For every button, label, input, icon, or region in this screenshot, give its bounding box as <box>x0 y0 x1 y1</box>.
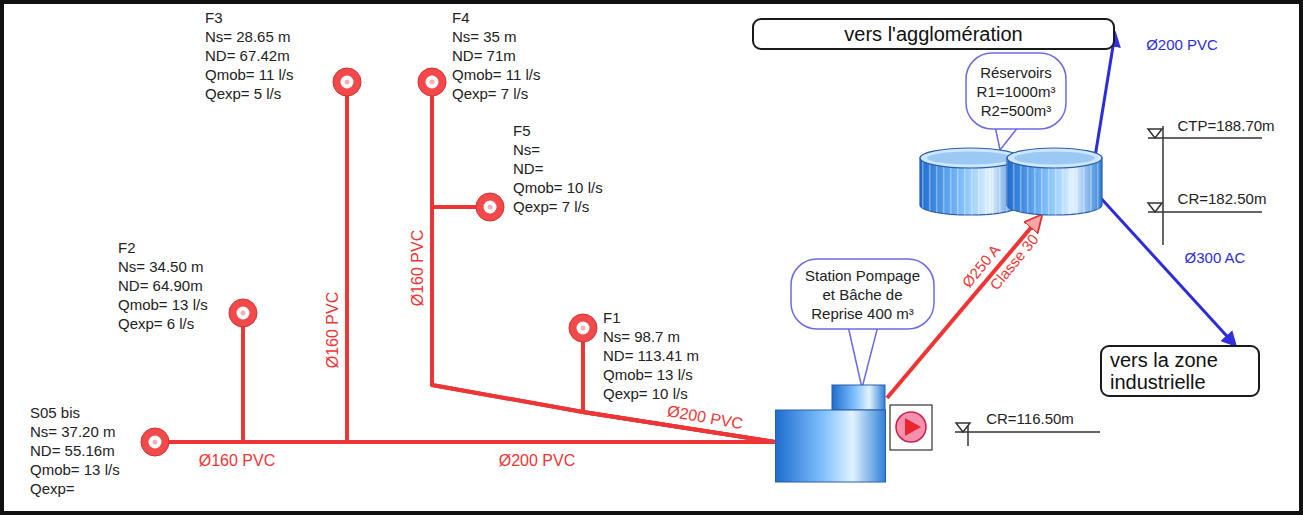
pipe-label: Ø200 PVC <box>666 402 745 433</box>
well-name: F5 <box>513 121 603 140</box>
well-data: Qexp= 7 l/s <box>452 84 541 103</box>
pipe-label: Ø160 PVC <box>199 452 275 470</box>
pump-symbol <box>896 412 926 442</box>
well-data: Qexp= 5 l/s <box>205 84 294 103</box>
well-data: Ns= 37.20 m <box>30 422 120 441</box>
well-data: ND= 113.41 m <box>603 346 699 365</box>
well-data: Ns= 98.7 m <box>603 327 699 346</box>
callout-bubble: Station Pompage et Bâche de Reprise 400 … <box>790 258 935 330</box>
pipe-connector <box>1095 34 1115 157</box>
well-data: ND= 55.16m <box>30 441 120 460</box>
callout-text: R2=500m³ <box>968 101 1064 120</box>
pipe-connector <box>432 96 775 442</box>
well-data: ND= 64.90m <box>118 276 208 295</box>
pipe-connector <box>347 96 775 442</box>
well-symbol <box>332 67 362 97</box>
pumping-station <box>775 383 935 483</box>
callout-bubble: RéservoirsR1=1000m³R2=500m³ <box>965 52 1067 130</box>
well-data: Ns= 34.50 m <box>118 257 208 276</box>
callout-text: R1=1000m³ <box>968 82 1064 101</box>
well-symbol <box>140 427 170 457</box>
destination-box: vers l'agglomération <box>752 18 1115 50</box>
pipe-label: Ø300 AC <box>1185 249 1246 266</box>
level-label: CR=182.50m <box>1178 190 1267 207</box>
pipe-label: Ø200 PVC <box>1146 36 1218 53</box>
pipe-label: Ø160 PVC <box>324 292 342 368</box>
pipe-label: Ø200 PVC <box>499 452 575 470</box>
level-label: CTP=188.70m <box>1177 117 1274 134</box>
well-data: Qexp= <box>30 479 120 498</box>
well-node: S05 bisNs= 37.20 mND= 55.16mQmob= 13 l/s… <box>30 403 170 498</box>
well-data: Qmob= 13 l/s <box>603 365 699 384</box>
well-data: Qexp= 6 l/s <box>118 314 208 333</box>
well-data: Qmob= 13 l/s <box>118 295 208 314</box>
destination-text: vers l'agglomération <box>764 21 1103 47</box>
pump-box <box>890 405 932 450</box>
well-data: Ns= 35 m <box>452 27 541 46</box>
well-symbol <box>417 67 447 97</box>
destination-text: vers la zone industrielle <box>1110 349 1250 393</box>
well-data: Qmob= 11 l/s <box>205 65 294 84</box>
callout-text-block: Station Pompage et Bâche de Reprise 400 … <box>790 258 935 330</box>
well-data: Qmob= 13 l/s <box>30 460 120 479</box>
well-symbol <box>228 298 258 328</box>
well-node: F5Ns=ND=Qmob= 10 l/sQexp= 7 l/s <box>475 121 603 222</box>
well-data-block: S05 bisNs= 37.20 mND= 55.16mQmob= 13 l/s… <box>30 403 120 498</box>
well-data-block: F2Ns= 34.50 mND= 64.90mQmob= 13 l/sQexp=… <box>118 238 208 333</box>
pipe-connector <box>1098 195 1235 345</box>
well-name: S05 bis <box>30 403 120 422</box>
well-data: ND= 67.42m <box>205 46 294 65</box>
well-data-block: F1Ns= 98.7 mND= 113.41 mQmob= 13 l/sQexp… <box>603 308 699 403</box>
well-data: ND= <box>513 159 603 178</box>
pipe-connector <box>583 342 775 442</box>
well-name: F4 <box>452 8 541 27</box>
station-node: Station Pompage et Bâche de Reprise 400 … <box>775 255 935 483</box>
well-data-block: F3Ns= 28.65 mND= 67.42mQmob= 11 l/sQexp=… <box>205 8 294 103</box>
reservoir-tanks <box>915 143 1105 221</box>
well-data-block: F5Ns=ND=Qmob= 10 l/sQexp= 7 l/s <box>513 121 603 216</box>
well-data-block: F4Ns= 35 mND= 71mQmob= 11 l/sQexp= 7 l/s <box>452 8 541 103</box>
well-symbol <box>475 192 505 222</box>
callout-text: Réservoirs <box>968 63 1064 82</box>
well-data: Ns= 28.65 m <box>205 27 294 46</box>
destination-box: vers la zone industrielle <box>1100 345 1260 397</box>
well-node: F1Ns= 98.7 mND= 113.41 mQmob= 13 l/sQexp… <box>568 308 700 403</box>
well-data: Ns= <box>513 140 603 159</box>
well-node: F3Ns= 28.65 mND= 67.42mQmob= 11 l/sQexp=… <box>205 8 362 103</box>
callout-text-block: RéservoirsR1=1000m³R2=500m³ <box>965 52 1067 130</box>
well-name: F1 <box>603 308 699 327</box>
reservoir-node: RéservoirsR1=1000m³R2=500m³ <box>915 52 1105 222</box>
well-data: Qmob= 11 l/s <box>452 65 541 84</box>
well-data: Qexp= 7 l/s <box>513 197 603 216</box>
callout-text: Station Pompage et Bâche de Reprise 400 … <box>800 266 925 323</box>
well-symbol <box>568 313 598 343</box>
well-node: F4Ns= 35 mND= 71mQmob= 11 l/sQexp= 7 l/s <box>417 8 541 103</box>
level-label: CR=116.50m <box>986 410 1074 427</box>
well-node: F2Ns= 34.50 mND= 64.90mQmob= 13 l/sQexp=… <box>118 238 258 333</box>
well-data: Qmob= 10 l/s <box>513 178 603 197</box>
well-name: F3 <box>205 8 294 27</box>
pipe-label: Ø160 PVC <box>409 230 427 306</box>
well-data: Qexp= 10 l/s <box>603 384 699 403</box>
pipe-connector <box>243 327 775 442</box>
well-data: ND= 71m <box>452 46 541 65</box>
well-name: F2 <box>118 238 208 257</box>
pipe-connector <box>432 207 775 442</box>
